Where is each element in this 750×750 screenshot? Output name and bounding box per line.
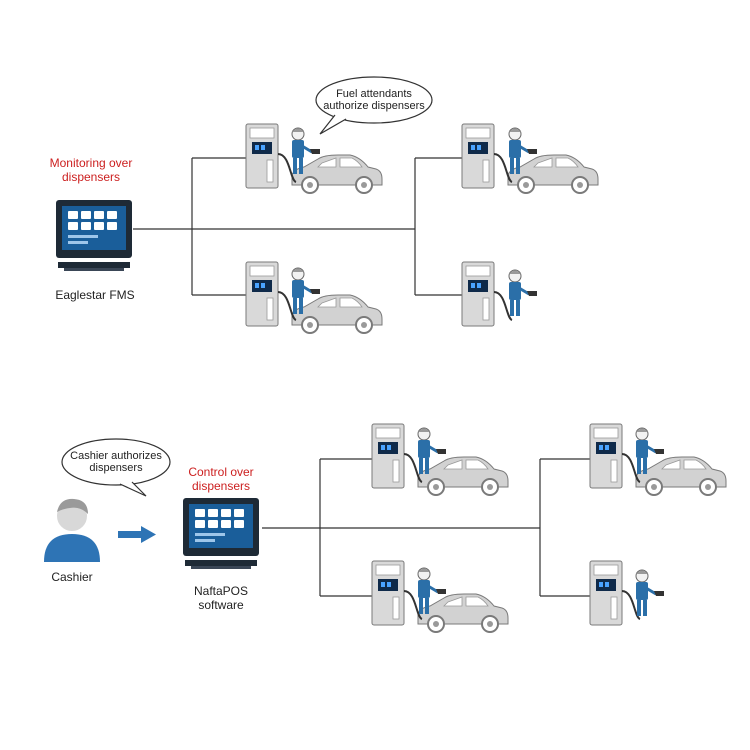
car-icon — [635, 456, 727, 496]
fuel-station-bottom-right-lower — [589, 560, 666, 626]
cashier-person-icon — [44, 498, 100, 562]
fuel-dispenser-icon — [371, 560, 423, 626]
car-icon — [507, 154, 599, 194]
naftapos-label-line1: NaftaPOS — [193, 584, 249, 598]
monitoring-label-line1: Monitoring over — [49, 156, 133, 170]
fuel-dispenser-icon — [589, 423, 641, 489]
fuel-dispenser-icon — [461, 123, 513, 189]
arrow-right-icon — [118, 526, 156, 543]
eaglestar-fms-label: Eaglestar FMS — [55, 288, 135, 302]
speech-bubble-icon — [315, 76, 433, 135]
attendant-icon — [634, 568, 666, 618]
fuel-station-top-right-lower — [461, 261, 539, 327]
fuel-dispenser-icon — [245, 123, 297, 189]
naftapos-label-line2: software — [198, 598, 244, 612]
top-bubble-text: Fuel attendants authorize dispensers — [318, 88, 430, 112]
car-icon — [291, 154, 383, 194]
naftapos-label: NaftaPOS software — [166, 584, 276, 612]
control-label-line1: Control over — [188, 465, 254, 479]
fuel-dispenser-icon — [589, 560, 641, 626]
speech-bubble-icon — [61, 438, 171, 497]
bottom-network-lines — [262, 458, 590, 597]
control-label: Control over dispensers — [166, 465, 276, 493]
top-network-lines — [133, 157, 462, 296]
cashier-label: Cashier — [51, 570, 93, 584]
bottom-bubble-line2: dispensers — [89, 462, 143, 474]
fuel-station-top-right-upper — [461, 123, 599, 194]
bottom-bubble-text: Cashier authorizes dispensers — [62, 450, 170, 474]
monitoring-label: Monitoring over dispensers — [36, 156, 146, 184]
attendant-icon — [507, 268, 539, 318]
fuel-station-bottom-left-upper — [371, 423, 509, 496]
car-icon — [291, 294, 383, 334]
top-bubble-line2: authorize dispensers — [323, 100, 425, 112]
fuel-station-top-left-upper — [245, 123, 383, 194]
fuel-dispenser-icon — [245, 261, 297, 327]
bottom-bubble-line1: Cashier authorizes — [70, 450, 162, 462]
fuel-dispenser-icon — [461, 261, 513, 327]
car-icon — [417, 456, 509, 496]
control-label-line2: dispensers — [191, 479, 251, 493]
top-bubble-line1: Fuel attendants — [336, 88, 412, 100]
computer-monitor-icon — [183, 498, 259, 569]
computer-monitor-icon — [56, 200, 132, 271]
fuel-station-top-left-lower — [245, 261, 383, 334]
monitoring-label-line2: dispensers — [61, 170, 121, 184]
fuel-station-bottom-right-upper — [589, 423, 727, 496]
car-icon — [417, 593, 509, 633]
fuel-dispenser-icon — [371, 423, 423, 489]
fuel-station-bottom-left-lower — [371, 560, 509, 633]
